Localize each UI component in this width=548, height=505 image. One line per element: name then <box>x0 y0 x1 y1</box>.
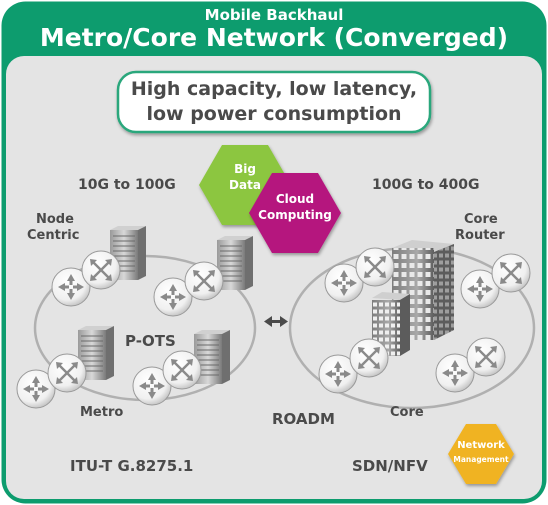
core-speed-label: 100G to 400G <box>372 177 480 193</box>
technology-label: SDN/NFV <box>352 457 428 475</box>
cloud-computing-badge <box>249 173 341 253</box>
cloud-label-1: Cloud <box>275 192 315 206</box>
metro-speed-label: 10G to 100G <box>78 177 176 193</box>
node-centric-label-1: Node <box>36 212 74 227</box>
banner-line-2: low power consumption <box>146 103 402 125</box>
core-label: Core <box>390 405 424 420</box>
standard-label: ITU-T G.8275.1 <box>70 457 194 475</box>
big-data-label-2: Data <box>229 178 261 192</box>
cloud-label-2: Computing <box>258 208 332 222</box>
core-router-label-2: Router <box>455 228 505 243</box>
metro-label: Metro <box>80 405 124 420</box>
requirements-banner <box>116 70 432 134</box>
network-management-badge <box>448 424 514 484</box>
pots-label: P-OTS <box>125 332 176 350</box>
network-mgmt-label-1: Network <box>457 440 505 451</box>
core-router-label-1: Core <box>464 212 498 227</box>
node-centric-label-2: Centric <box>27 228 80 243</box>
roadm-label: ROADM <box>272 410 335 428</box>
banner-line-1: High capacity, low latency, <box>130 78 418 100</box>
page-title: Metro/Core Network (Converged) <box>39 23 509 52</box>
big-data-label-1: Big <box>234 162 256 176</box>
network-mgmt-label-2: Management <box>453 455 509 464</box>
header-subtitle: Mobile Backhaul <box>204 6 344 24</box>
interconnect-arrow <box>264 316 288 327</box>
